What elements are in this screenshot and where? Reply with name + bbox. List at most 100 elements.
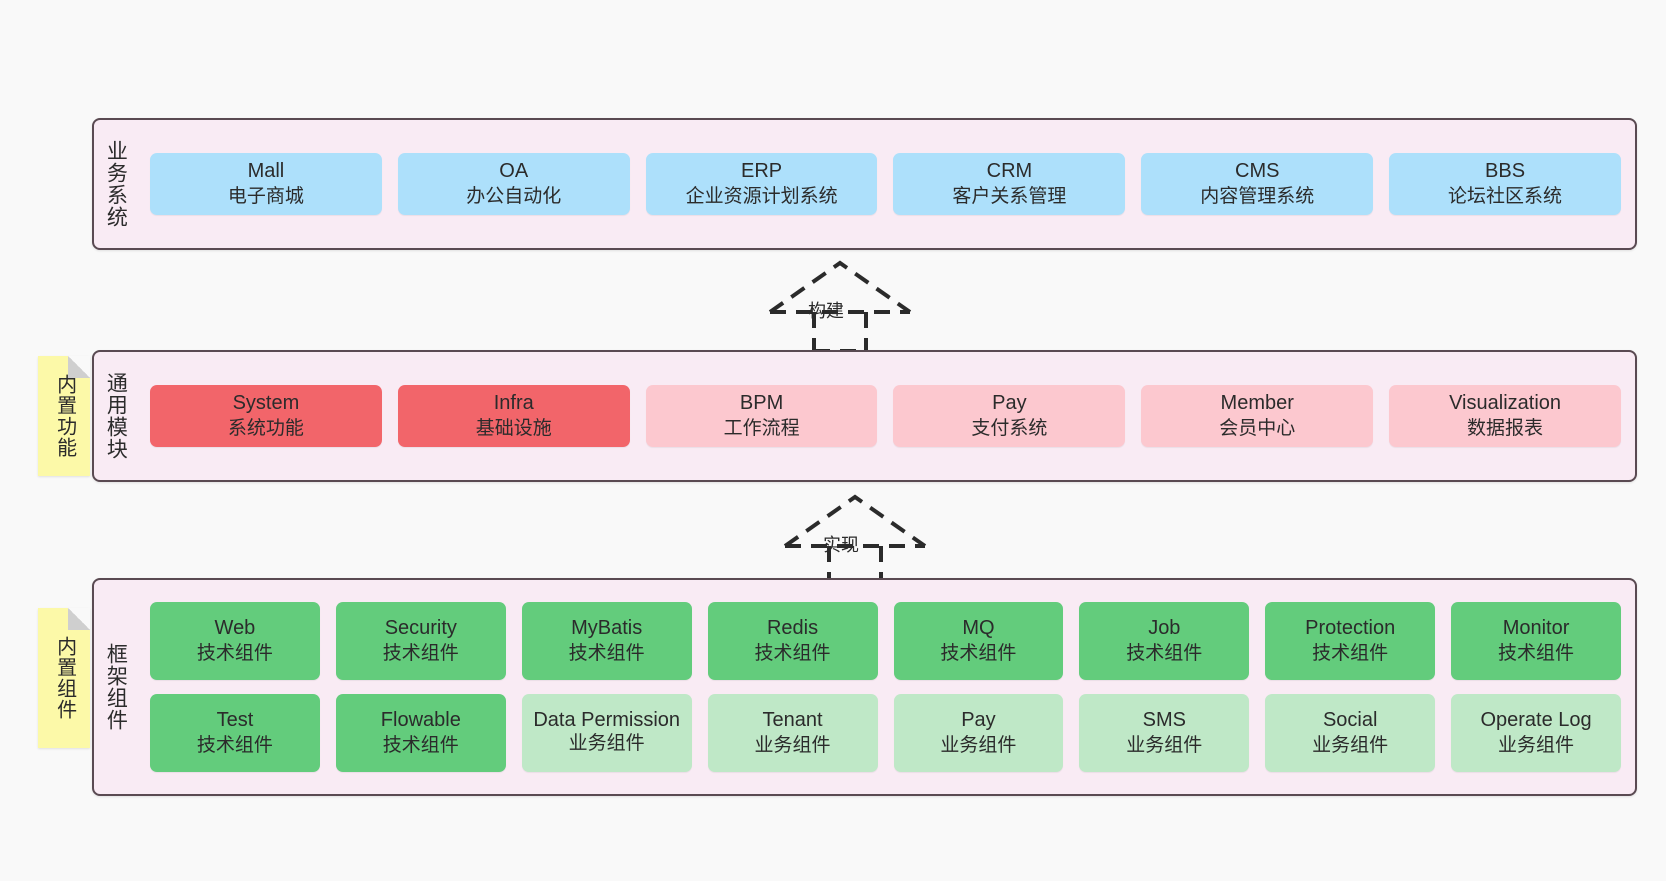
card-infra[interactable]: Infra 基础设施 (397, 385, 630, 447)
card-title-en: Job (1148, 617, 1181, 640)
card-crm[interactable]: CRM 客户关系管理 (893, 153, 1126, 215)
card-job[interactable]: Job 技术组件 (1079, 602, 1250, 680)
card-title-en: Pay (961, 709, 996, 732)
card-title-en: Security (384, 617, 457, 640)
layer-title-common-module: 通用模块 (104, 372, 128, 460)
card-title-en: Infra (493, 392, 534, 415)
card-row-tech: Web 技术组件 Security 技术组件 MyBatis 技术组件 Redi… (150, 602, 1621, 680)
card-title-cn: 技术组件 (1312, 642, 1389, 664)
card-title-cn: 技术组件 (196, 734, 273, 756)
connector-build-label: 构建 (808, 301, 844, 321)
sticky-note-builtin-component: 内置组件 (38, 608, 90, 748)
card-sms[interactable]: SMS 业务组件 (1079, 694, 1250, 772)
card-bpm[interactable]: BPM 工作流程 (645, 385, 878, 447)
card-title-cn: 论坛社区系统 (1448, 185, 1563, 207)
card-title-en: Pay (992, 392, 1027, 415)
layer-body-business-system: Mall 电子商城 OA 办公自动化 ERP 企业资源计划系统 CRM 客户关系… (136, 120, 1635, 248)
layer-common-module: 通用模块 System 系统功能 Infra 基础设施 BPM 工作流程 Pay… (92, 350, 1637, 482)
card-title-en: SMS (1142, 709, 1186, 732)
card-mybatis[interactable]: MyBatis 技术组件 (521, 602, 692, 680)
card-mall[interactable]: Mall 电子商城 (150, 153, 382, 215)
card-bbs[interactable]: BBS 论坛社区系统 (1389, 153, 1621, 215)
card-title-cn: 会员中心 (1219, 417, 1296, 439)
card-title-cn: 业务组件 (940, 734, 1017, 756)
layer-title-business-system: 业务系统 (104, 140, 128, 228)
card-title-cn: 技术组件 (382, 642, 459, 664)
card-title-cn: 基础设施 (475, 417, 552, 439)
card-mq[interactable]: MQ 技术组件 (893, 602, 1064, 680)
card-title-cn: 技术组件 (940, 642, 1017, 664)
card-operate-log[interactable]: Operate Log 业务组件 (1451, 694, 1621, 772)
card-title-en: Member (1220, 392, 1294, 415)
card-cms[interactable]: CMS 内容管理系统 (1141, 153, 1374, 215)
card-test[interactable]: Test 技术组件 (150, 694, 320, 772)
card-title-en: Protection (1305, 617, 1396, 640)
card-oa[interactable]: OA 办公自动化 (397, 153, 630, 215)
card-pay-component[interactable]: Pay 业务组件 (893, 694, 1064, 772)
card-tenant[interactable]: Tenant 业务组件 (707, 694, 878, 772)
card-row-business: Test 技术组件 Flowable 技术组件 Data Permission … (150, 694, 1621, 772)
card-title-en: Redis (766, 617, 819, 640)
connector-implement-label: 实现 (823, 535, 859, 555)
card-title-cn: 技术组件 (568, 642, 645, 664)
card-title-en: CRM (986, 160, 1033, 183)
card-title-cn: 数据报表 (1467, 417, 1544, 439)
card-title-en: OA (499, 160, 529, 183)
card-protection[interactable]: Protection 技术组件 (1265, 602, 1436, 680)
card-title-cn: 客户关系管理 (952, 185, 1067, 207)
card-title-en: MyBatis (571, 617, 643, 640)
card-title-en: Flowable (380, 709, 461, 732)
card-title-cn: 业务组件 (1126, 734, 1203, 756)
card-erp[interactable]: ERP 企业资源计划系统 (645, 153, 878, 215)
card-title-cn: 技术组件 (382, 734, 459, 756)
card-security[interactable]: Security 技术组件 (335, 602, 506, 680)
card-title-en: Tenant (762, 709, 823, 732)
card-title-cn: 技术组件 (196, 642, 273, 664)
card-title-cn: 电子商城 (227, 185, 304, 207)
card-title-cn: 业务组件 (1498, 734, 1575, 756)
card-visualization[interactable]: Visualization 数据报表 (1389, 385, 1621, 447)
layer-title-framework-component: 框架组件 (104, 643, 128, 731)
card-title-cn: 业务组件 (568, 732, 645, 754)
card-data-permission[interactable]: Data Permission 业务组件 (521, 694, 692, 772)
card-member[interactable]: Member 会员中心 (1141, 385, 1374, 447)
card-title-cn: 技术组件 (754, 642, 831, 664)
card-social[interactable]: Social 业务组件 (1265, 694, 1436, 772)
card-web[interactable]: Web 技术组件 (150, 602, 320, 680)
card-title-cn: 技术组件 (1126, 642, 1203, 664)
card-title-en: BBS (1485, 160, 1526, 183)
card-title-cn: 办公自动化 (466, 185, 562, 207)
card-title-cn: 工作流程 (723, 417, 800, 439)
card-title-en: CMS (1235, 160, 1280, 183)
card-title-cn: 支付系统 (971, 417, 1048, 439)
card-title-en: Test (216, 709, 254, 732)
connector-implement: 实现 (775, 492, 935, 587)
card-title-cn: 业务组件 (754, 734, 831, 756)
card-title-en: Social (1322, 709, 1378, 732)
card-pay-module[interactable]: Pay 支付系统 (893, 385, 1126, 447)
card-monitor[interactable]: Monitor 技术组件 (1451, 602, 1621, 680)
layer-framework-component: 框架组件 Web 技术组件 Security 技术组件 MyBatis 技术组件… (92, 578, 1637, 796)
layer-body-common-module: System 系统功能 Infra 基础设施 BPM 工作流程 Pay 支付系统… (136, 352, 1635, 480)
card-title-en: Web (214, 617, 256, 640)
card-title-cn: 业务组件 (1312, 734, 1389, 756)
card-flowable[interactable]: Flowable 技术组件 (335, 694, 506, 772)
layer-business-system: 业务系统 Mall 电子商城 OA 办公自动化 ERP 企业资源计划系统 CRM… (92, 118, 1637, 250)
card-title-cn: 技术组件 (1498, 642, 1575, 664)
card-title-en: Mall (247, 160, 285, 183)
layer-body-framework-component: Web 技术组件 Security 技术组件 MyBatis 技术组件 Redi… (136, 580, 1635, 794)
card-row: System 系统功能 Infra 基础设施 BPM 工作流程 Pay 支付系统… (150, 385, 1621, 447)
card-title-en: Operate Log (1480, 709, 1592, 732)
card-title-en: Data Permission (533, 709, 681, 732)
card-title-cn: 企业资源计划系统 (685, 185, 838, 207)
card-row: Mall 电子商城 OA 办公自动化 ERP 企业资源计划系统 CRM 客户关系… (150, 153, 1621, 215)
card-system[interactable]: System 系统功能 (150, 385, 382, 447)
card-redis[interactable]: Redis 技术组件 (707, 602, 878, 680)
card-title-cn: 系统功能 (227, 417, 304, 439)
card-title-en: BPM (739, 392, 784, 415)
card-title-en: Visualization (1449, 392, 1562, 415)
card-title-en: Monitor (1502, 617, 1570, 640)
card-title-en: ERP (741, 160, 783, 183)
connector-build: 构建 (760, 258, 920, 353)
